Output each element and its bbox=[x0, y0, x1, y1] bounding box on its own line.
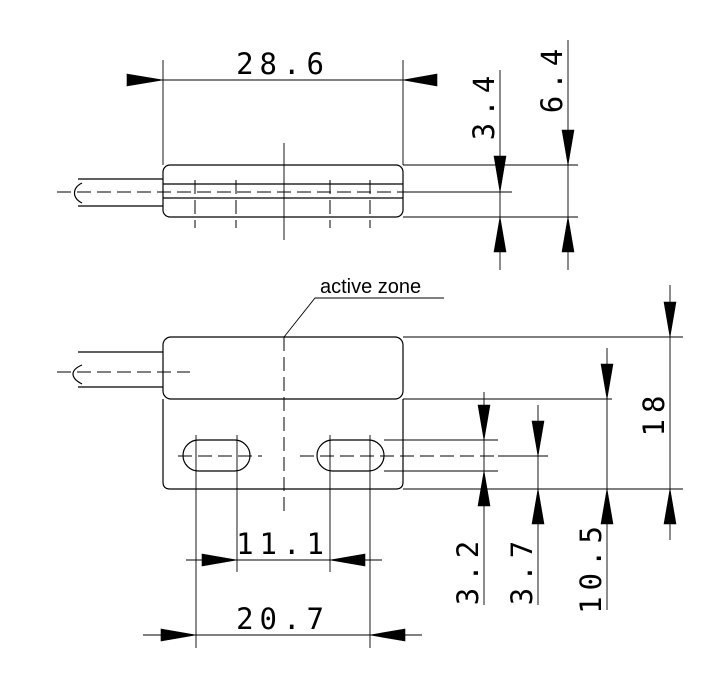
dim-slot-width-small: 3.2 bbox=[451, 535, 485, 605]
dim-height: 18 bbox=[637, 390, 671, 437]
dim-gap-large: 6.4 bbox=[535, 43, 569, 113]
front-view: active zone 18 10.5 3.2 3.7 bbox=[57, 276, 683, 648]
top-view: 28.6 3.4 6.4 bbox=[57, 40, 578, 270]
active-zone-label: active zone bbox=[320, 276, 421, 298]
dim-slot-width-large: 3.7 bbox=[505, 535, 539, 605]
dim-slot-offset: 10.5 bbox=[574, 520, 608, 614]
dim-gap-small: 3.4 bbox=[467, 70, 501, 140]
dim-slot-inner: 11.1 bbox=[236, 527, 330, 561]
dim-length: 28.6 bbox=[236, 47, 330, 81]
dim-slot-outer: 20.7 bbox=[236, 602, 330, 636]
